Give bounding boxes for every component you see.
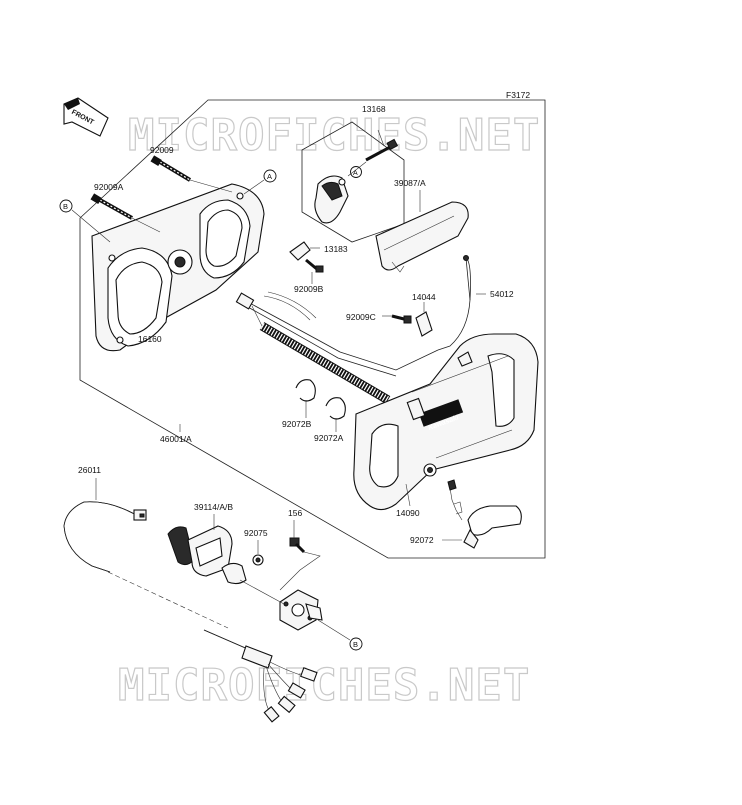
plate-13183 bbox=[289, 241, 320, 261]
ref-marker-a-top: A bbox=[263, 169, 277, 183]
svg-text:A: A bbox=[353, 170, 358, 177]
bracket-13168 bbox=[314, 129, 399, 224]
label-16160: 16160 bbox=[138, 334, 162, 344]
lower-wire-harness bbox=[203, 629, 318, 723]
label-92009: 92009 bbox=[150, 145, 174, 155]
switch-flange bbox=[279, 589, 323, 631]
handle-14090: Kawasaki bbox=[353, 333, 539, 511]
watermark-bottom: MICROFICHES.NET bbox=[118, 660, 530, 711]
clamp-92072a bbox=[325, 397, 346, 420]
clamp-band-92072 bbox=[447, 479, 522, 549]
label-92009c: 92009C bbox=[346, 312, 376, 322]
ref-marker-b-left: B bbox=[59, 199, 73, 213]
clamp-92072b bbox=[295, 379, 316, 402]
wire-26011 bbox=[63, 501, 147, 573]
label-39114: 39114/A/B bbox=[194, 502, 233, 512]
grommet-92075 bbox=[252, 554, 264, 566]
svg-text:B: B bbox=[353, 640, 358, 649]
screw-92009c bbox=[382, 314, 412, 324]
leader-92009 bbox=[189, 179, 233, 193]
svg-text:B: B bbox=[63, 202, 68, 211]
front-arrow-icon: FRONT bbox=[63, 97, 109, 137]
label-92075: 92075 bbox=[244, 528, 268, 538]
label-92072b: 92072B bbox=[282, 419, 312, 429]
leader-92009a bbox=[131, 217, 161, 233]
watermark-top: MICROFICHES.NET bbox=[128, 110, 540, 161]
handlebar-housing bbox=[91, 183, 265, 352]
label-92009b: 92009B bbox=[294, 284, 324, 294]
label-39087: 39087/A bbox=[394, 178, 426, 188]
screw-156 bbox=[279, 520, 321, 591]
label-46001: 46001/A bbox=[160, 434, 192, 444]
svg-text:A: A bbox=[267, 172, 272, 181]
cover-39087 bbox=[375, 201, 469, 273]
label-54012: 54012 bbox=[490, 289, 514, 299]
label-26011: 26011 bbox=[78, 465, 101, 475]
bolt-92009b bbox=[305, 258, 324, 273]
clip-14044 bbox=[415, 302, 433, 337]
label-156: 156 bbox=[288, 508, 302, 518]
label-92072: 92072 bbox=[410, 535, 434, 545]
assembly-frame bbox=[79, 99, 546, 559]
label-92072a: 92072A bbox=[314, 433, 344, 443]
label-13168: 13168 bbox=[362, 104, 386, 114]
label-13183: 13183 bbox=[324, 244, 348, 254]
throttle-cable-54012 bbox=[243, 255, 471, 377]
wire-harness-corrugated bbox=[235, 291, 391, 404]
label-14090: 14090 bbox=[396, 508, 420, 518]
label-14044: 14044 bbox=[412, 292, 436, 302]
ref-marker-b-bottom: B bbox=[349, 637, 363, 651]
ref-marker-a-inner: A bbox=[350, 166, 362, 178]
figure-code: F3172 bbox=[506, 90, 530, 100]
bolt-92009 bbox=[150, 155, 192, 182]
bolt-92009a bbox=[90, 193, 133, 220]
switch-body-39114 bbox=[167, 525, 247, 585]
label-92009a: 92009A bbox=[94, 182, 124, 192]
